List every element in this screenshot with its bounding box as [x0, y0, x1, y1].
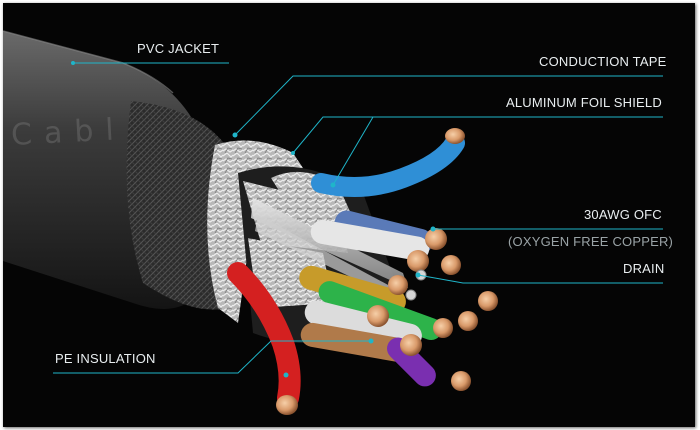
leader-drain — [417, 274, 663, 284]
label-aluminum-foil-shield: ALUMINUM FOIL SHIELD — [506, 95, 662, 110]
leader-aluminum-foil — [292, 116, 663, 186]
copper-ends — [367, 228, 498, 391]
leader-dots — [71, 61, 436, 378]
label-conductor-note: (OXYGEN FREE COPPER) — [508, 234, 674, 249]
red-wire — [227, 262, 301, 409]
label-pe-insulation: PE INSULATION — [55, 351, 156, 366]
cable-illustration — [3, 30, 663, 415]
leader-pe-insulation — [53, 340, 371, 374]
leader-lines — [53, 62, 663, 374]
label-pvc-jacket: PVC JACKET — [137, 41, 220, 56]
label-conductor: 30AWG OFC — [584, 207, 662, 222]
label-conduction-tape: CONDUCTION TAPE — [539, 54, 667, 69]
cable-brand-print: Cabl — [10, 112, 127, 153]
cable-diagram: Cabl PVC JACKET CONDUCTION TAPE ALUMINUM… — [3, 3, 695, 427]
blue-wire — [311, 133, 465, 197]
leader-conduction-tape — [234, 75, 663, 136]
label-drain: DRAIN — [623, 261, 665, 276]
